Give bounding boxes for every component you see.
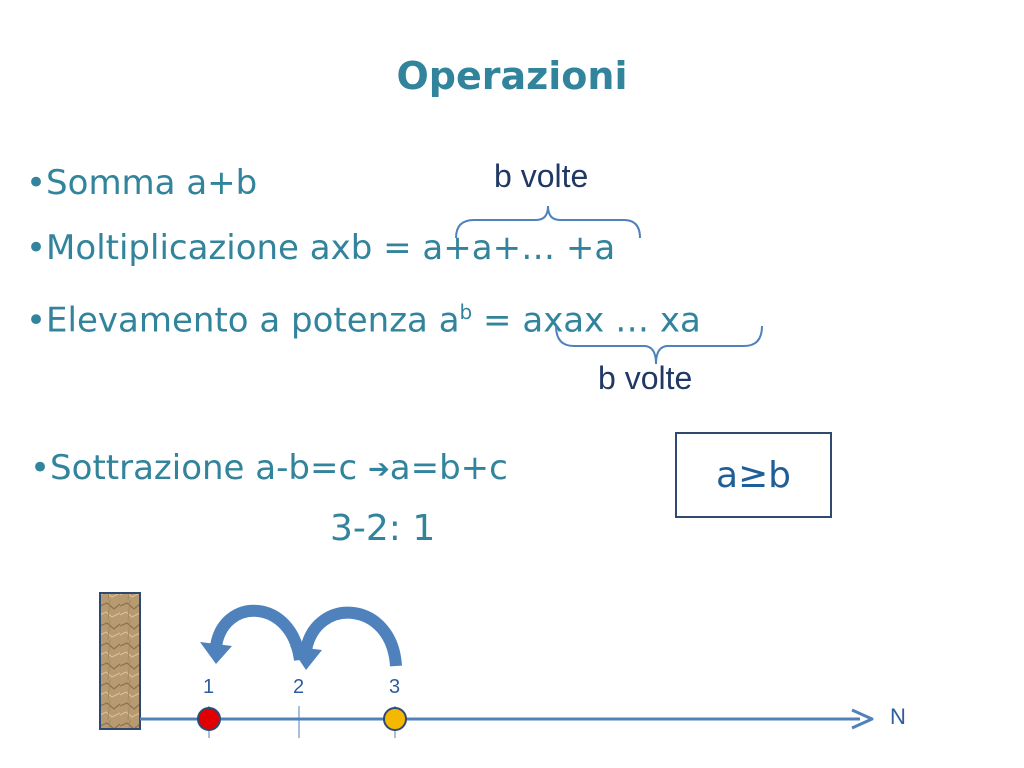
elevamento-expansion: = axax … xa — [472, 300, 701, 341]
top-brace — [455, 205, 641, 239]
point-1-red — [197, 707, 221, 731]
sottrazione-result: a=b+c — [389, 448, 508, 488]
slide-title: Operazioni — [396, 54, 628, 98]
elevamento-exponent: b — [459, 300, 473, 324]
bottom-brace — [555, 325, 763, 365]
condition-box: a≥b — [675, 432, 832, 518]
wall-block — [99, 592, 141, 730]
jump-arrow-2-to-1-head — [200, 642, 232, 664]
bullet-moltiplicazione: •Moltiplicazione axb = a+a+… +a — [26, 228, 616, 268]
brace-label-top: b volte — [494, 158, 589, 194]
axis-label-n: N — [890, 704, 906, 729]
bullet-somma: •Somma a+b — [26, 163, 258, 203]
tick-label-3: 3 — [389, 676, 401, 698]
sottrazione-text: •Sottrazione a-b=c — [30, 448, 368, 488]
tick-label-2: 2 — [293, 676, 305, 698]
right-arrow-icon: ➔ — [367, 454, 390, 485]
tick-label-1: 1 — [203, 676, 215, 698]
jump-arrow-3-to-2 — [300, 606, 402, 667]
point-3-yellow — [383, 707, 407, 731]
example-text: 3-2: 1 — [330, 508, 436, 549]
bullet-sottrazione: •Sottrazione a-b=c ➔a=b+c — [30, 448, 508, 488]
jump-arrow-2-to-1 — [210, 604, 306, 662]
brace-label-bottom: b volte — [598, 360, 693, 396]
condition-text: a≥b — [715, 454, 792, 496]
elevamento-text: •Elevamento a potenza a — [26, 300, 460, 341]
bullet-elevamento: •Elevamento a potenza ab = axax … xa — [26, 300, 701, 340]
number-line-arrowhead — [851, 708, 874, 730]
